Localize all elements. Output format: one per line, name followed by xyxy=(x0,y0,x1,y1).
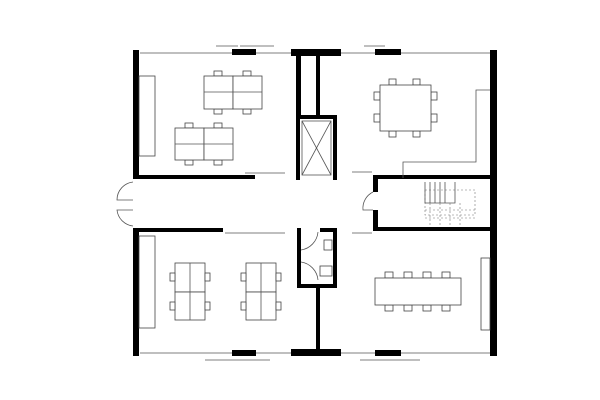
desk-group-3 xyxy=(169,262,211,321)
long-meeting-table xyxy=(374,271,462,312)
wc xyxy=(300,231,333,281)
desk-group-4 xyxy=(240,262,282,321)
stairs xyxy=(424,182,476,225)
square-meeting-table xyxy=(373,78,438,138)
desk-group-1 xyxy=(203,70,263,115)
furniture xyxy=(138,70,491,331)
window-lines xyxy=(140,45,490,361)
desk-group-2 xyxy=(174,122,234,166)
stair-door[interactable] xyxy=(362,191,374,211)
elevator xyxy=(301,120,332,176)
walls xyxy=(133,49,497,356)
entrance-door[interactable] xyxy=(116,181,134,227)
